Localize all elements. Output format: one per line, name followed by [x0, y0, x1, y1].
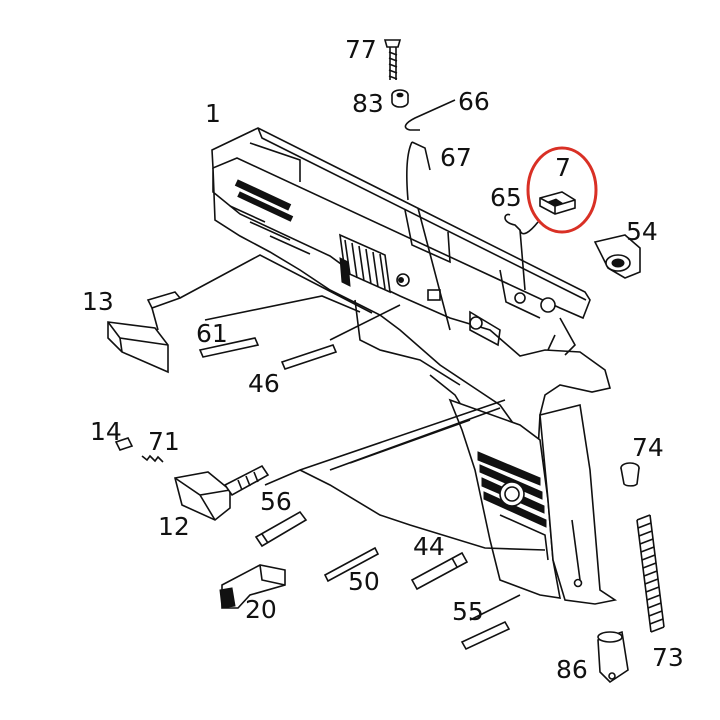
- frame-part-1: [211, 127, 618, 605]
- part-46-pin: [280, 344, 338, 370]
- part-55-pin: [460, 620, 511, 651]
- part-77-screw: [383, 39, 402, 80]
- assembly-leader-lines: [179, 207, 546, 621]
- part-73-spring: [636, 514, 665, 633]
- part-66-spring-wire: [404, 99, 456, 131]
- part-61-pin: [198, 337, 260, 358]
- label-part-54: 54: [626, 217, 658, 246]
- label-part-50: 50: [348, 567, 380, 596]
- label-part-46: 46: [248, 369, 280, 398]
- label-part-71: 71: [148, 427, 180, 456]
- label-part-44: 44: [413, 532, 445, 561]
- label-part-66: 66: [458, 87, 490, 116]
- part-number-labels: 1 77 83 66 67 65 7 54 13 61 46 14 71 12 …: [82, 35, 684, 684]
- label-part-86: 86: [556, 655, 588, 684]
- label-part-13: 13: [82, 287, 114, 316]
- label-part-67: 67: [440, 143, 472, 172]
- frame-serrations: [339, 233, 391, 294]
- label-part-56: 56: [260, 487, 292, 516]
- part-67-spring: [405, 141, 431, 201]
- part-14-block: [114, 437, 134, 451]
- part-74-cap: [620, 462, 640, 487]
- grip-texture: [477, 451, 547, 528]
- label-part-1: 1: [205, 99, 221, 128]
- label-part-74: 74: [632, 433, 664, 462]
- part-71-spring: [141, 454, 164, 463]
- highlight-circle: [526, 146, 598, 234]
- label-part-77: 77: [345, 35, 377, 64]
- label-part-61: 61: [196, 319, 228, 348]
- label-part-55: 55: [452, 597, 484, 626]
- part-50-pin: [323, 546, 380, 583]
- part-56-pin: [254, 510, 308, 548]
- label-part-14: 14: [90, 417, 122, 446]
- part-86-insert: [597, 630, 629, 684]
- part-20-trigger: [219, 564, 286, 609]
- part-7-block: [539, 191, 576, 215]
- part-65-spring: [504, 213, 539, 235]
- part-12-plunger: [174, 464, 270, 521]
- label-part-7: 7: [555, 153, 571, 182]
- part-13-lever: [107, 291, 182, 374]
- part-54-button: [593, 234, 641, 279]
- label-part-73: 73: [652, 643, 684, 672]
- label-part-12: 12: [158, 512, 190, 541]
- label-part-83: 83: [352, 89, 384, 118]
- label-part-65: 65: [490, 183, 522, 212]
- part-83-nut: [391, 89, 409, 108]
- part-44-pin: [410, 551, 469, 591]
- label-part-20: 20: [245, 595, 277, 624]
